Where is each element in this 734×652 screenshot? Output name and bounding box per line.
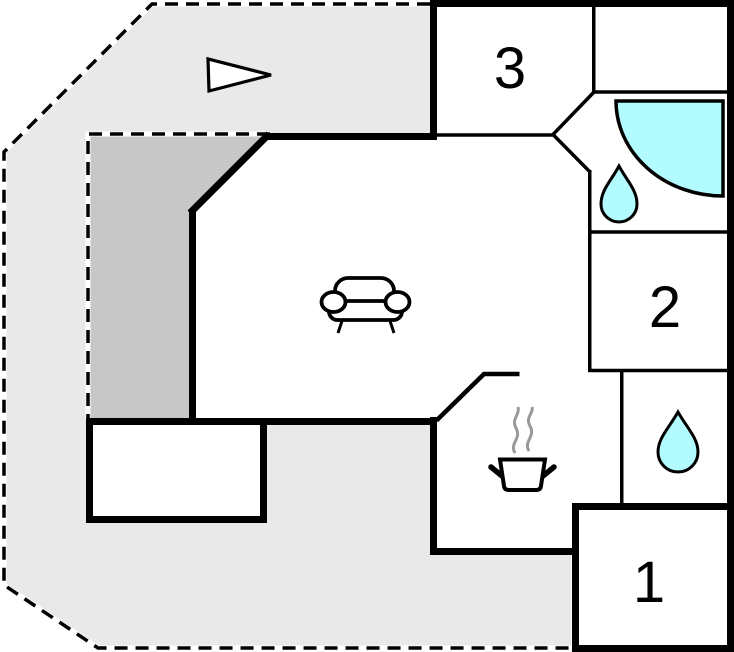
wall-bathroom-diagonal-lower <box>551 133 592 174</box>
plot-boundary-dashed-line <box>2 2 571 650</box>
top-right-room-floor <box>594 0 734 92</box>
pot-steam-left <box>511 406 520 454</box>
wall-living-diagonal <box>187 131 272 216</box>
sofa-armrest-left <box>319 290 348 314</box>
sofa-armrest-right <box>383 290 412 314</box>
wall-entry-room <box>86 418 267 523</box>
pot-handles <box>488 464 557 479</box>
sofa-icon <box>319 276 412 334</box>
bedroom-3-label: 3 <box>494 36 526 101</box>
exterior-walls <box>86 0 734 652</box>
bedroom-1-floor <box>572 503 734 652</box>
bedroom-3-floor <box>433 0 594 135</box>
pot-body <box>497 457 548 492</box>
wall-kitchen-partition <box>434 371 520 423</box>
covered-terrace-area <box>88 133 270 420</box>
direction-arrow-icon <box>206 56 272 94</box>
water-drop-icon-wc <box>656 408 700 474</box>
cooking-pot-icon <box>488 406 557 492</box>
bedroom-1-label: 1 <box>633 550 665 615</box>
shower-icon <box>614 99 725 198</box>
wall-bedroom-1 <box>572 503 734 652</box>
water-drop-icon-bathroom <box>599 162 639 224</box>
bedroom-2-floor <box>588 232 734 371</box>
entry-room-floor <box>86 418 267 523</box>
wall-bathroom-diagonal-upper <box>551 90 596 136</box>
pot-steam-right <box>525 406 534 452</box>
bedroom-2-label: 2 <box>649 275 681 340</box>
interior-walls <box>432 0 734 506</box>
